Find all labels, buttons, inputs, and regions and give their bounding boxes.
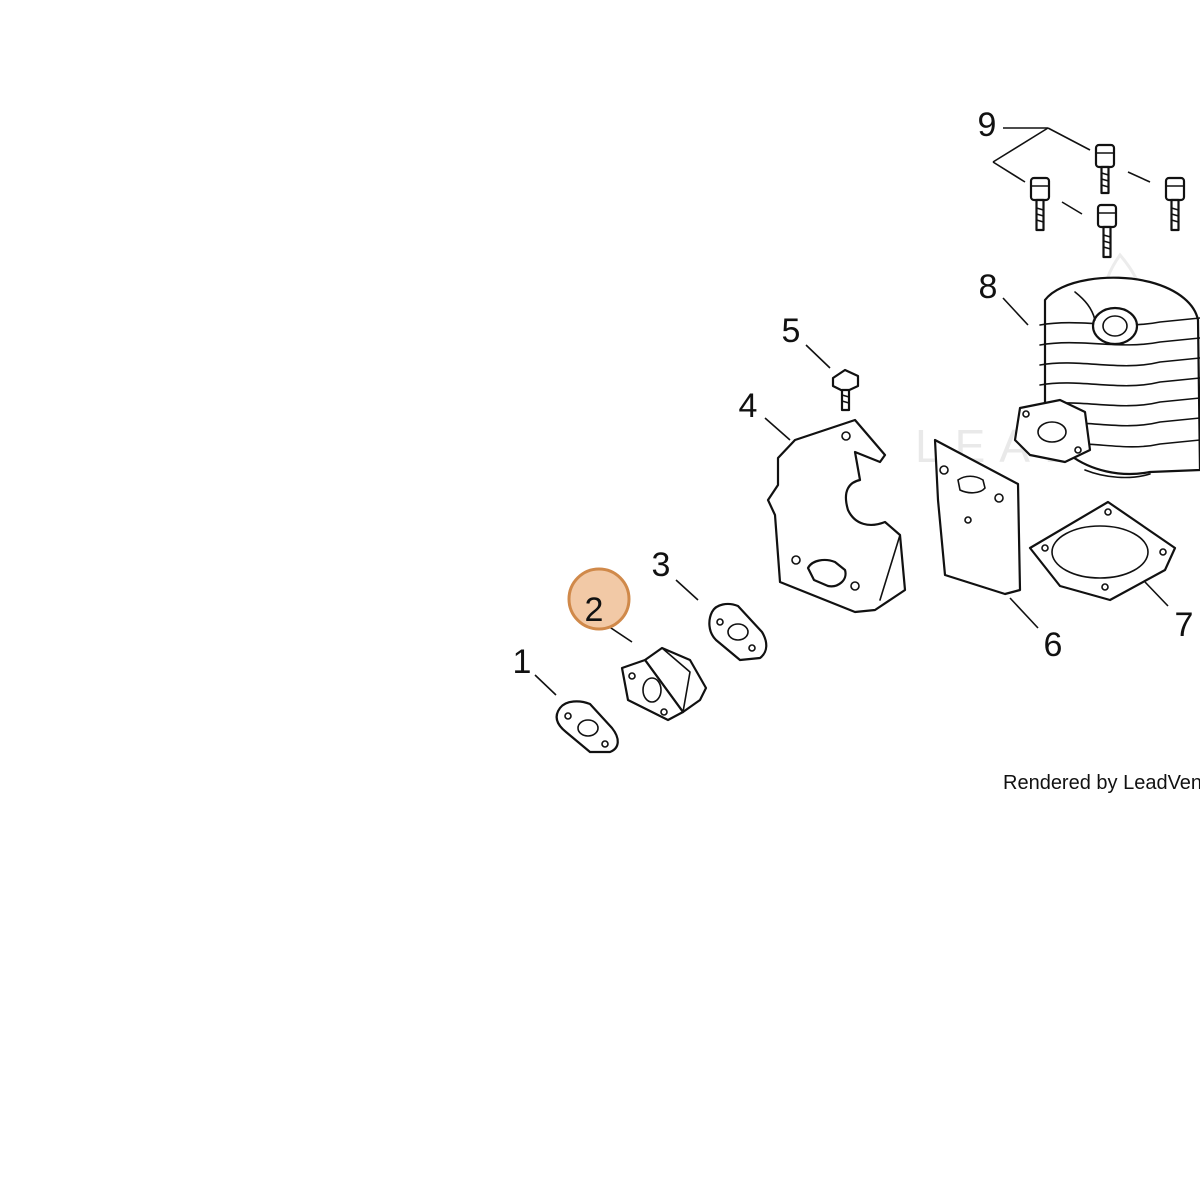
callout-8[interactable]: 8 (979, 268, 998, 306)
callout-4[interactable]: 4 (739, 387, 758, 425)
selected-callout-highlight (567, 567, 631, 631)
part-9-screws[interactable] (1029, 143, 1186, 259)
part-6-gasket[interactable] (933, 438, 1022, 596)
part-2-insulator[interactable] (620, 646, 708, 722)
callout-7[interactable]: 7 (1175, 606, 1194, 644)
part-4-heat-shield[interactable] (766, 418, 907, 614)
render-credit: Rendered by LeadVentur (1003, 772, 1200, 794)
callout-9[interactable]: 9 (978, 106, 997, 144)
callout-2[interactable]: 2 (585, 591, 604, 629)
screw (1096, 203, 1118, 259)
leader-lines (534, 127, 1169, 696)
part-7-base-gasket[interactable] (1028, 500, 1177, 602)
part-5-screw[interactable] (831, 368, 860, 412)
screw (1164, 176, 1186, 232)
callout-6[interactable]: 6 (1044, 626, 1063, 664)
part-3-gasket[interactable] (708, 602, 768, 662)
part-1-gasket[interactable] (555, 700, 619, 754)
callout-3[interactable]: 3 (652, 546, 671, 584)
screw (1029, 176, 1051, 232)
callout-5[interactable]: 5 (782, 312, 801, 350)
callout-labels: 1 2 3 4 5 6 7 8 9 (513, 106, 1194, 681)
part-8-cylinder[interactable] (1013, 276, 1200, 479)
screw (1094, 143, 1116, 195)
callout-1[interactable]: 1 (513, 643, 532, 681)
